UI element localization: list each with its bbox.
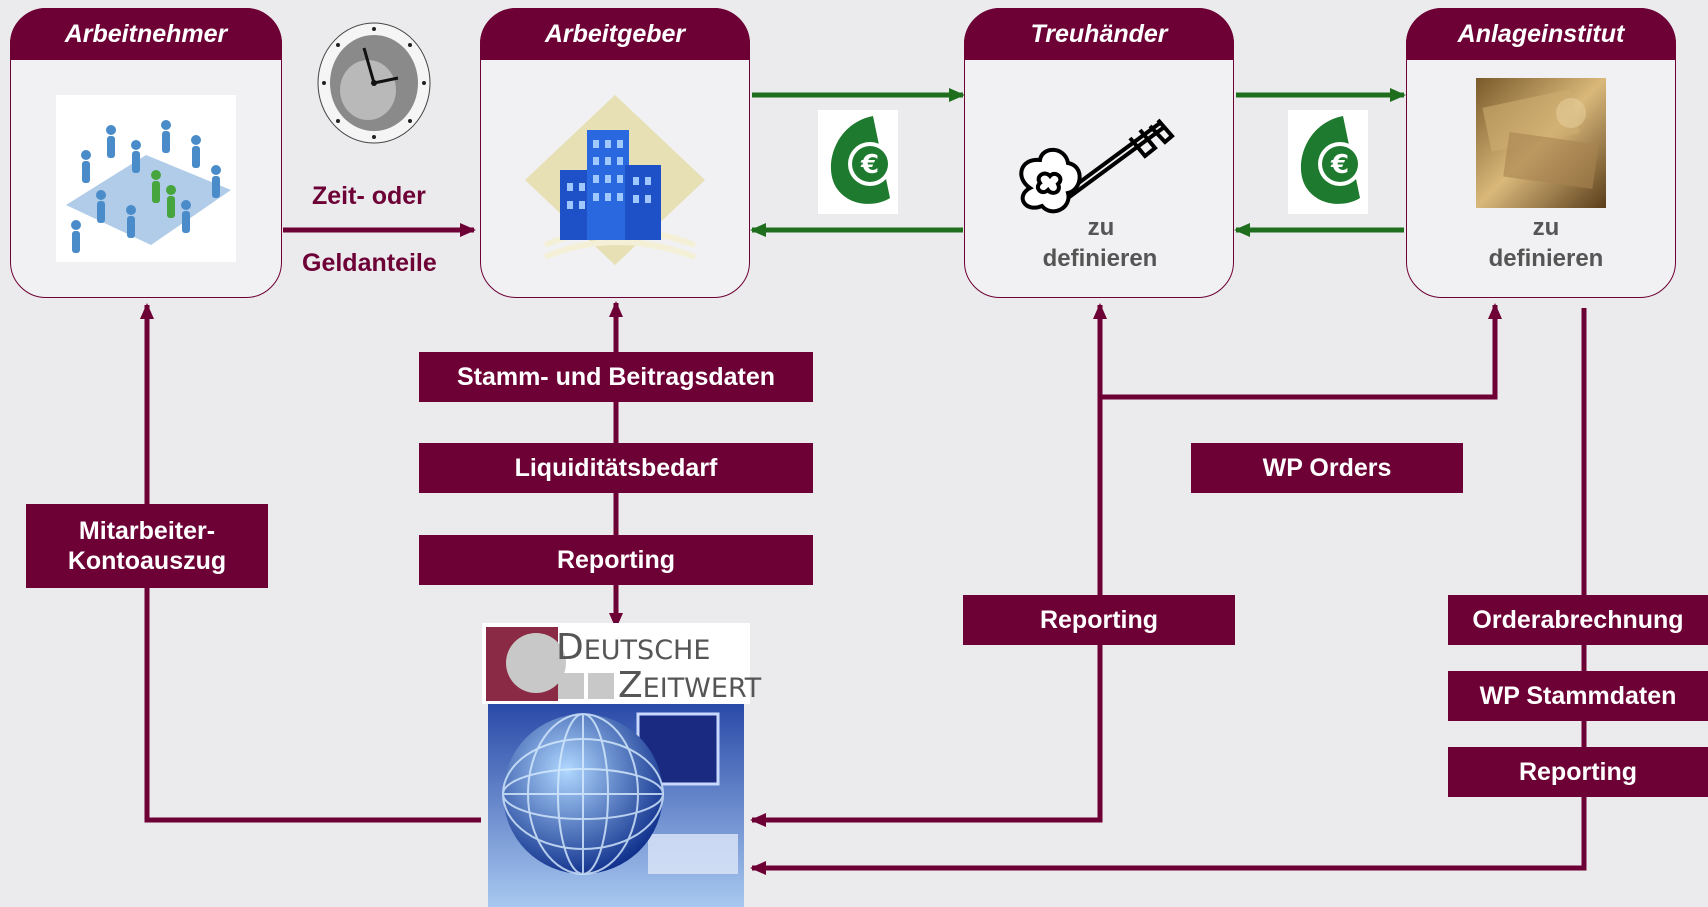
label-master-data: Stamm- und Beitragsdaten	[419, 352, 813, 402]
svg-text:€: €	[1330, 150, 1349, 180]
label-liquidity: Liquiditätsbedarf	[419, 443, 813, 493]
svg-text:€: €	[860, 150, 879, 180]
globe-computer-icon	[488, 704, 744, 907]
label-reporting-employer: Reporting	[419, 535, 813, 585]
box-trustee: Treuhänder	[964, 8, 1234, 298]
label-order-settlement: Orderabrechnung	[1448, 595, 1708, 645]
people-network-icon	[56, 95, 236, 262]
logo-line2-cap: Z	[618, 665, 643, 706]
arrow-investment-to-platform	[750, 308, 1587, 875]
arrow-orders-to-investment	[1100, 303, 1502, 400]
label-wp-master-data: WP Stammdaten	[1448, 671, 1708, 721]
box-title-trustee: Treuhänder	[964, 8, 1234, 60]
label-reporting-investment: Reporting	[1448, 747, 1708, 797]
euro-icon-trustee-investment: €	[1288, 110, 1368, 214]
flow-label-time-line2: Geldanteile	[302, 249, 437, 277]
trustee-sub-line1: zu	[1087, 214, 1115, 241]
arrow-trustee-reporting-to-platform	[750, 640, 1103, 827]
logo-line1-rest: EUTSCHE	[583, 635, 711, 666]
label-wp-orders: WP Orders	[1191, 443, 1463, 493]
logo-line2-rest: EITWERT	[642, 673, 762, 704]
logo-line1-cap: D	[556, 627, 584, 668]
investment-sub-line1: zu	[1532, 214, 1560, 241]
logo-line2: ZEITWERT	[618, 665, 761, 706]
investment-sub-line2: definieren	[1488, 245, 1604, 272]
banknotes-photo-icon	[1476, 78, 1606, 208]
flow-label-time-line1: Zeit- oder	[312, 182, 426, 210]
building-icon	[525, 95, 705, 265]
arrow-platform-to-employee	[140, 303, 481, 823]
box-title-employee: Arbeitnehmer	[10, 8, 282, 60]
clock-icon	[317, 22, 431, 144]
box-title-investment: Anlageinstitut	[1406, 8, 1676, 60]
trustee-sub-line2: definieren	[1042, 245, 1158, 272]
euro-icon-employer-trustee: €	[818, 110, 898, 214]
box-title-employer: Arbeitgeber	[480, 8, 750, 60]
deutsche-zeitwert-logo: DEUTSCHE ZEITWERT	[482, 623, 761, 706]
logo-line1: DEUTSCHE	[556, 627, 710, 668]
label-reporting-trustee: Reporting	[963, 595, 1235, 645]
label-employee-statement-line2: Kontoauszug	[67, 547, 227, 575]
label-employee-statement-line1: Mitarbeiter-	[78, 517, 216, 545]
key-icon	[1019, 118, 1175, 214]
label-employee-statement: Mitarbeiter- Kontoauszug	[26, 504, 268, 588]
